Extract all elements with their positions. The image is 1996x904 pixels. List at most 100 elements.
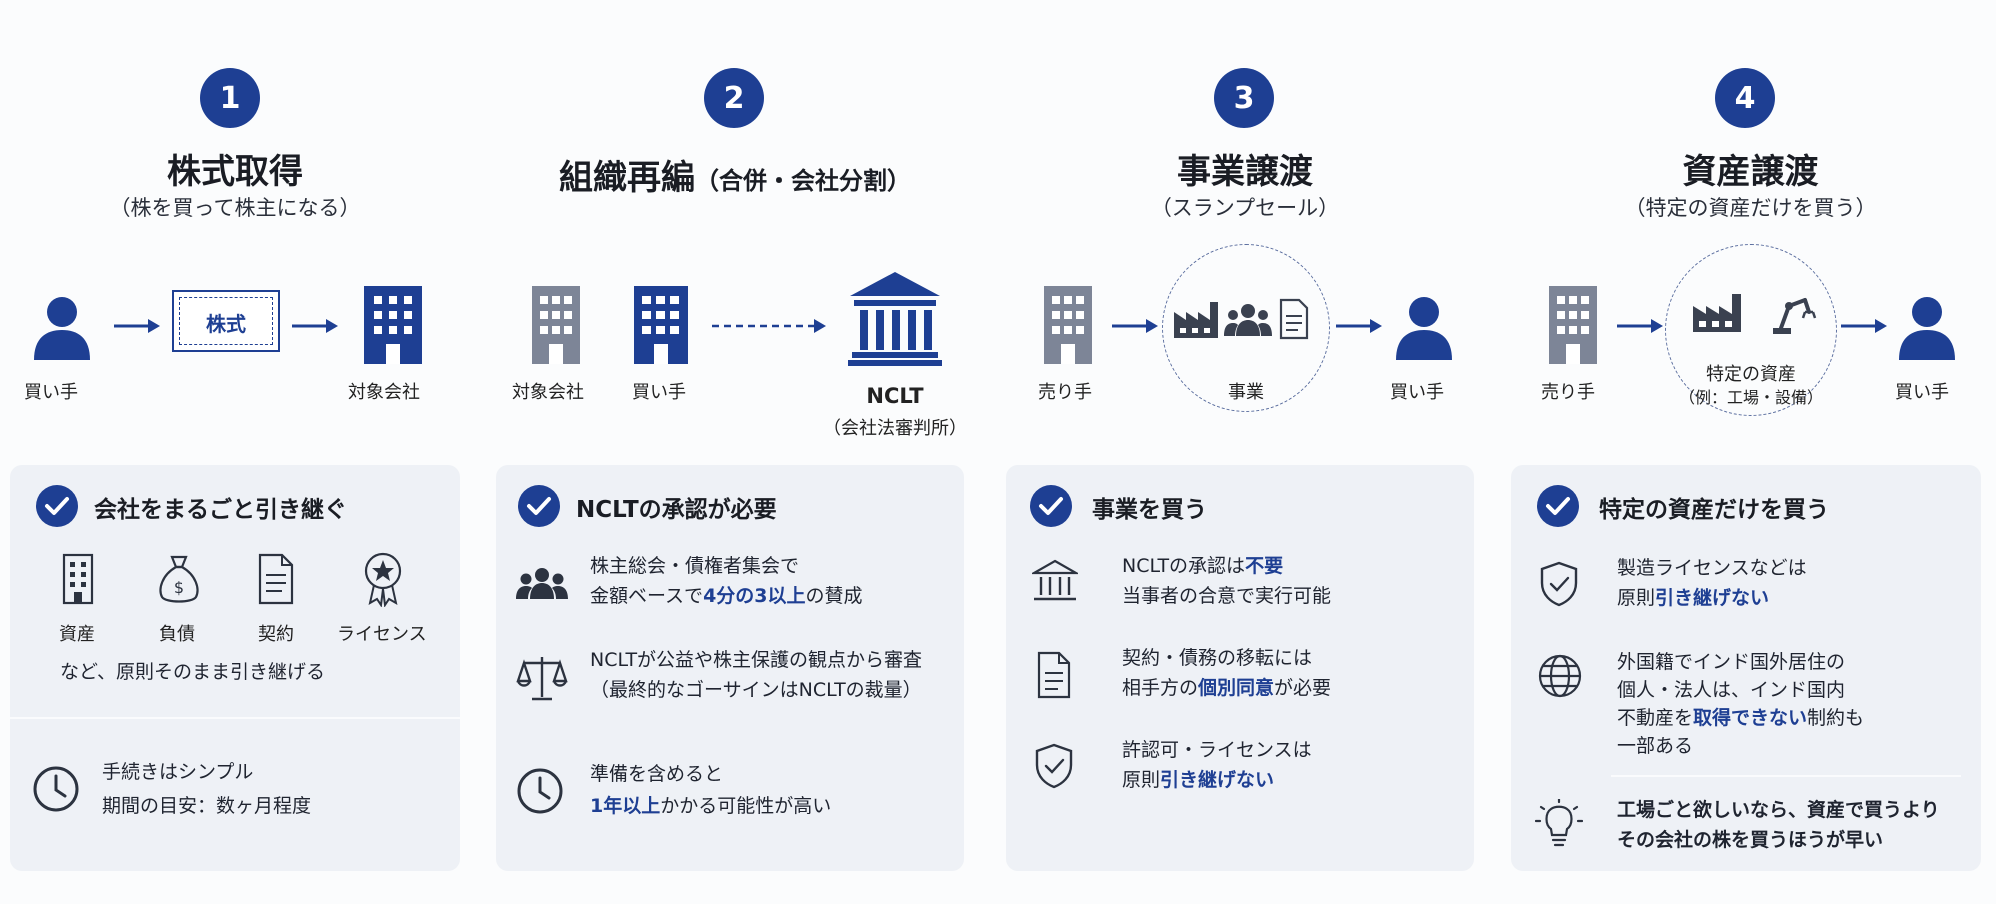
step-2-column: 2 組織再編（合併・会社分割） 対象会社 買い手 NCLT （会社 bbox=[490, 0, 980, 904]
highlight-text: 1年以上 bbox=[590, 795, 661, 817]
row-line: 原則引き継げない bbox=[1122, 765, 1274, 795]
highlight-text: 個別同意 bbox=[1198, 677, 1275, 699]
svg-text:$: $ bbox=[174, 578, 184, 597]
row-text: の賛成 bbox=[805, 585, 863, 607]
document-icon bbox=[1279, 298, 1309, 340]
asset-circle bbox=[1665, 244, 1837, 416]
row-line: 工場ごと欲しいなら、資産で買うより bbox=[1617, 799, 1940, 821]
check-icon bbox=[36, 485, 78, 527]
row-line: 許認可・ライセンスは bbox=[1122, 739, 1312, 761]
buyer-building-icon bbox=[634, 286, 688, 364]
asset-sub-label: （例：工場・設備） bbox=[1678, 388, 1823, 407]
shield-check-icon bbox=[1035, 743, 1073, 789]
stock-label: 株式 bbox=[206, 312, 246, 336]
panel-heading: NCLTの承認が必要 bbox=[576, 497, 777, 523]
dashed-arrow-icon bbox=[712, 319, 826, 333]
item-label-licenses: ライセンス bbox=[337, 624, 427, 645]
document-icon bbox=[1037, 651, 1071, 699]
step-4-title: 資産譲渡 bbox=[1682, 152, 1819, 192]
row-text: NCLTの承認は bbox=[1122, 555, 1246, 577]
factory-icon bbox=[1693, 294, 1741, 332]
row-line: 株主総会・債権者集会で bbox=[590, 555, 800, 577]
target-building-icon bbox=[532, 286, 580, 364]
arrow-icon bbox=[1617, 318, 1665, 334]
row-text: が必要 bbox=[1274, 677, 1332, 699]
buyer-person-icon bbox=[1899, 297, 1955, 360]
globe-icon bbox=[1538, 654, 1582, 698]
row-text: 不動産を bbox=[1617, 707, 1694, 729]
highlight-text: 取得できない bbox=[1693, 707, 1808, 729]
step-4-subtitle: （特定の資産だけを買う） bbox=[1624, 196, 1877, 220]
seller-building-icon bbox=[1549, 286, 1597, 364]
row-line: 手続きはシンプル bbox=[102, 761, 254, 783]
row-line: NCLTが公益や株主保護の観点から審査 bbox=[590, 649, 923, 671]
row-text: 原則 bbox=[1122, 769, 1161, 791]
step-3-subtitle: （スランプセール） bbox=[1150, 196, 1340, 220]
seller-label: 売り手 bbox=[1038, 382, 1092, 403]
step-2-title: 組織再編（合併・会社分割） bbox=[490, 150, 980, 199]
step-1-number: 1 bbox=[200, 68, 260, 128]
row-line: NCLTの承認は不要 bbox=[1122, 551, 1283, 581]
check-icon bbox=[1030, 485, 1072, 527]
highlight-text: 引き継げない bbox=[1160, 769, 1275, 791]
clock-icon bbox=[33, 766, 79, 812]
nclt-label: NCLT bbox=[866, 384, 924, 408]
step-2-title-main: 組織再編 bbox=[559, 158, 695, 198]
step-1-title: 株式取得 bbox=[167, 152, 303, 192]
row-text: 原則 bbox=[1617, 587, 1656, 609]
highlight-text: 引き継げない bbox=[1655, 587, 1770, 609]
row-text: 制約も bbox=[1807, 707, 1865, 729]
row-line: 不動産を取得できない制約も bbox=[1617, 703, 1864, 733]
business-circle bbox=[1162, 244, 1330, 412]
row-line: 製造ライセンスなどは bbox=[1617, 557, 1807, 579]
lightbulb-icon bbox=[1535, 799, 1583, 847]
asset-label: 特定の資産 bbox=[1706, 364, 1796, 385]
row-line: 当事者の合意で実行可能 bbox=[1122, 585, 1332, 607]
row-line: （最終的なゴーサインはNCLTの裁量） bbox=[590, 679, 922, 701]
highlight-text: 不要 bbox=[1245, 555, 1284, 577]
panel-divider bbox=[1611, 775, 1961, 777]
step-3-panel: 事業を買う NCLTの承認は不要 当事者の合意で実行可能 契約・債務の移転には … bbox=[1006, 465, 1474, 871]
check-icon bbox=[518, 485, 560, 527]
row-text: 金額ベースで bbox=[590, 585, 704, 607]
item-label-liabilities: 負債 bbox=[159, 624, 195, 645]
step-2-panel: NCLTの承認が必要 株主総会・債権者集会で 金額ベースで4分の3以上の賛成 N… bbox=[496, 465, 964, 871]
target-company-label: 対象会社 bbox=[348, 382, 420, 403]
document-icon bbox=[258, 553, 294, 605]
seller-label: 売り手 bbox=[1541, 382, 1595, 403]
people-icon bbox=[516, 568, 568, 599]
step-4-column: 4 資産譲渡 （特定の資産だけを買う） 売り手 特定の資産 （例：工場・設備） … bbox=[1505, 0, 1996, 904]
stock-certificate-icon: 株式 bbox=[172, 290, 280, 352]
buyer-label: 買い手 bbox=[632, 382, 686, 403]
seller-building-icon bbox=[1044, 286, 1092, 364]
scale-icon bbox=[516, 657, 568, 701]
target-building-icon bbox=[364, 286, 422, 364]
courthouse-icon bbox=[848, 272, 942, 366]
buyer-person-icon bbox=[34, 297, 90, 360]
item-label-contracts: 契約 bbox=[258, 624, 294, 645]
buyer-label: 買い手 bbox=[1895, 382, 1949, 403]
bank-icon bbox=[1032, 559, 1078, 601]
arrow-icon bbox=[1112, 318, 1160, 334]
arrow-icon bbox=[114, 318, 162, 334]
robot-arm-icon bbox=[1773, 298, 1817, 334]
people-icon bbox=[1224, 304, 1272, 336]
row-line: 期間の目安：数ヶ月程度 bbox=[102, 795, 312, 817]
step-4-number: 4 bbox=[1715, 68, 1775, 128]
nclt-sub-label: （会社法審判所） bbox=[823, 418, 967, 439]
building-icon bbox=[62, 553, 94, 605]
step-2-number: 2 bbox=[704, 68, 764, 128]
clock-icon bbox=[517, 768, 563, 814]
row-line: 外国籍でインド国外居住の bbox=[1617, 651, 1846, 673]
buyer-label: 買い手 bbox=[24, 382, 78, 403]
step-3-number: 3 bbox=[1214, 68, 1274, 128]
row-line: 原則引き継げない bbox=[1617, 583, 1769, 613]
panel-heading: 事業を買う bbox=[1092, 497, 1207, 523]
arrow-icon bbox=[292, 318, 340, 334]
arrow-icon bbox=[1841, 318, 1889, 334]
money-bag-icon: $ bbox=[159, 555, 199, 603]
step-4-panel: 特定の資産だけを買う 製造ライセンスなどは 原則引き継げない 外国籍でインド国外… bbox=[1511, 465, 1981, 871]
arrow-icon bbox=[1336, 318, 1384, 334]
buyer-label: 買い手 bbox=[1390, 382, 1444, 403]
row-line: 一部ある bbox=[1617, 735, 1694, 757]
